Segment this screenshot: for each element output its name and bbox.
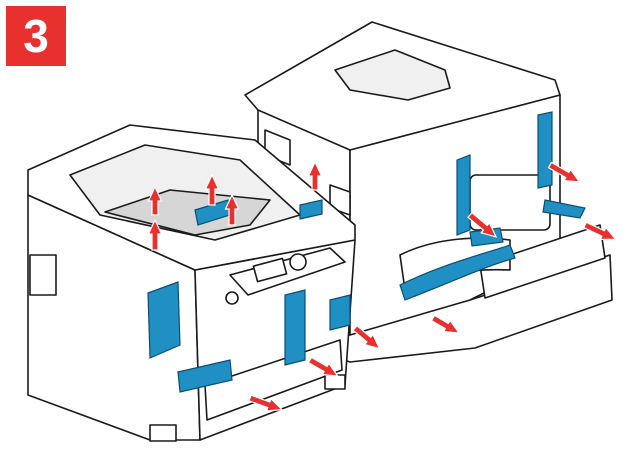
packing-tape [284, 289, 306, 366]
front-printer-foot-right [324, 374, 346, 390]
front-printer-power-button [225, 291, 239, 305]
front-printer-foot-left [149, 424, 177, 442]
red-arrow-icon [147, 185, 163, 216]
packing-tape [537, 111, 553, 189]
packing-tape [299, 199, 323, 220]
red-arrows [147, 160, 618, 412]
red-arrow-icon [204, 173, 220, 206]
packing-tape [542, 199, 586, 219]
red-arrow-icon [147, 218, 163, 251]
red-arrow-icon [547, 161, 581, 183]
red-arrow-icon [248, 394, 284, 412]
rear-printer-top-handle [334, 49, 451, 101]
red-arrow-icon [582, 221, 618, 240]
packing-tape [329, 294, 351, 331]
front-printer-dial [289, 253, 307, 271]
red-arrow-icon [307, 356, 339, 377]
packing-tape-group [147, 111, 586, 393]
red-arrow-icon [224, 193, 240, 226]
step-number-badge: 3 [6, 6, 66, 66]
packing-tape [456, 154, 471, 236]
packing-tape [399, 244, 516, 301]
red-arrow-icon [467, 211, 498, 238]
rear-printer-vent [479, 224, 606, 299]
red-arrow-icon [307, 160, 323, 191]
packing-tape [177, 359, 233, 393]
step-number: 3 [23, 10, 49, 62]
step-badge-background [6, 6, 66, 66]
red-arrow-icon [352, 324, 381, 350]
front-printer-lcd [252, 257, 288, 283]
packing-tape [147, 281, 181, 359]
front-printer-side-vent [29, 254, 57, 296]
red-arrow-icon [430, 314, 461, 334]
